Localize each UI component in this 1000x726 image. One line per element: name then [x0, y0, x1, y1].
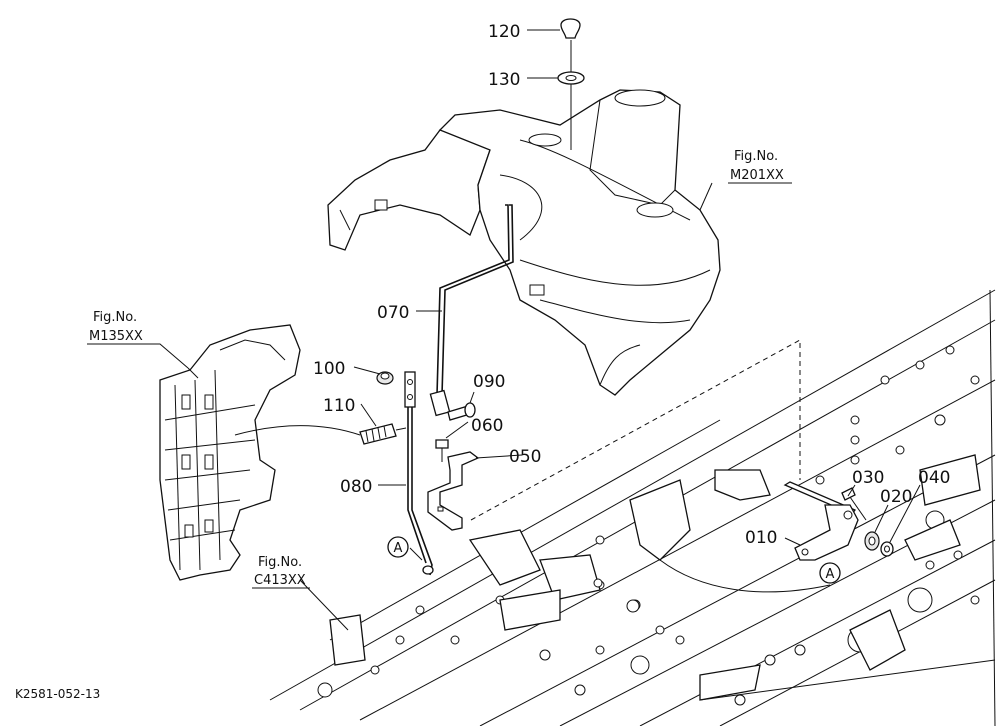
callout-050: 050 [509, 447, 541, 467]
drawing-code: K2581-052-13 [15, 687, 100, 701]
callout-labels: 120 130 070 100 090 110 060 050 080 030 … [313, 22, 950, 548]
callout-080: 080 [340, 477, 372, 497]
svg-text:Fig.No.: Fig.No. [93, 310, 137, 325]
part-080-rod [404, 371, 434, 576]
callout-040: 040 [918, 468, 950, 488]
part-040-nut [880, 541, 894, 557]
callout-030: 030 [852, 468, 884, 488]
part-110-spring [359, 423, 407, 445]
part-090-bolt [447, 402, 476, 421]
fig-ref-m201xx: Fig.No. M201XX [728, 149, 792, 184]
callout-130: 130 [488, 70, 520, 90]
svg-text:A: A [826, 567, 835, 582]
svg-text:Fig.No.: Fig.No. [258, 555, 302, 570]
callout-090: 090 [473, 372, 505, 392]
part-020-washer [864, 531, 880, 551]
part-130-washer [557, 71, 585, 85]
callout-120: 120 [488, 22, 520, 42]
callout-100: 100 [313, 359, 345, 379]
callout-060: 060 [471, 416, 503, 436]
fig-ref-m135xx: Fig.No. M135XX [87, 310, 189, 369]
part-070-rod [429, 204, 514, 417]
callout-110: 110 [323, 396, 355, 416]
marker-a-2: A [819, 562, 841, 584]
callout-070: 070 [377, 303, 409, 323]
marker-a-1: A [387, 536, 409, 558]
svg-text:A: A [394, 541, 403, 556]
chassis-frame [269, 289, 996, 726]
svg-text:C413XX: C413XX [254, 573, 306, 588]
fig-ref-c413xx: Fig.No. C413XX [252, 555, 310, 589]
svg-text:Fig.No.: Fig.No. [734, 149, 778, 164]
svg-text:M135XX: M135XX [89, 329, 143, 344]
leader-lines [187, 29, 921, 631]
part-050-bracket [427, 451, 480, 531]
svg-text:M201XX: M201XX [730, 168, 784, 183]
dashboard-cover [327, 89, 721, 396]
part-010-lever [783, 481, 859, 561]
part-120-knob [560, 18, 581, 39]
part-100-grommet [376, 371, 394, 385]
callout-020: 020 [880, 487, 912, 507]
side-panel [159, 324, 301, 581]
part-060-bolt [435, 439, 449, 462]
callout-010: 010 [745, 528, 777, 548]
